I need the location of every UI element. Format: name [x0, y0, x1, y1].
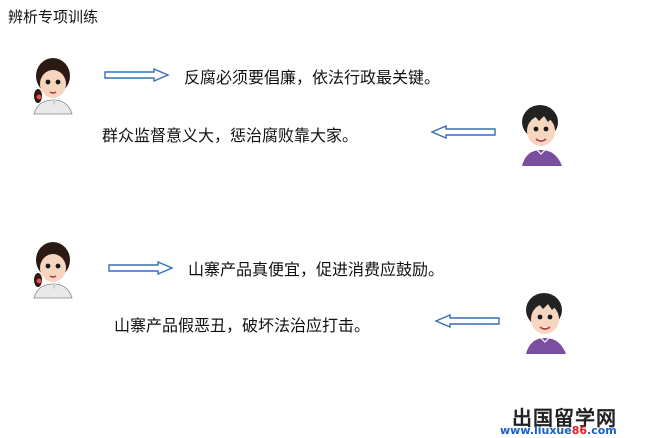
watermark-url-prefix: www.liuxue	[500, 424, 572, 437]
boy-statement: 山寨产品假恶丑，破坏法治应打击。	[114, 316, 371, 335]
boy-avatar-icon	[526, 293, 566, 354]
arrow-left-icon	[430, 125, 496, 139]
watermark-url: www.liuxue86.com	[500, 424, 617, 437]
girl-avatar-icon	[33, 58, 73, 115]
arrow-right-icon	[108, 261, 174, 275]
watermark-url-number: 86	[571, 424, 588, 437]
girl-avatar-icon	[33, 242, 73, 299]
watermark-url-suffix: .com	[587, 424, 617, 437]
page-title: 辨析专项训练	[8, 8, 99, 26]
girl-statement: 山寨产品真便宜，促进消费应鼓励。	[188, 260, 445, 279]
girl-statement: 反腐必须要倡廉，依法行政最关键。	[184, 68, 441, 87]
watermark-name: 出国留学网	[512, 406, 617, 430]
boy-statement: 群众监督意义大，惩治腐败靠大家。	[102, 126, 359, 145]
arrow-left-icon	[434, 314, 500, 328]
boy-avatar-icon	[522, 105, 562, 166]
arrow-right-icon	[104, 68, 170, 82]
